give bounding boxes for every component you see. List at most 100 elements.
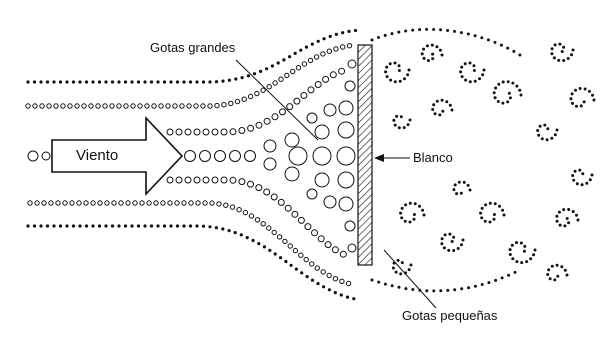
- swirl-dot: [559, 224, 562, 227]
- streamline-dot: [264, 118, 270, 124]
- streamline-dot: [347, 30, 350, 33]
- streamline-dot: [305, 224, 311, 230]
- streamline-dot: [203, 129, 209, 135]
- streamline-dot: [277, 235, 281, 239]
- streamline-dot: [240, 233, 243, 236]
- streamline-dot: [185, 151, 196, 162]
- streamline-dot: [256, 185, 262, 191]
- droplet-icon: [28, 151, 38, 161]
- large-droplet: [345, 221, 355, 231]
- streamline-dot: [196, 201, 200, 205]
- streamline-dot: [224, 203, 228, 207]
- streamline-dot: [315, 266, 319, 270]
- streamline-dot: [131, 104, 135, 108]
- streamline-dot: [194, 104, 198, 108]
- swirl-dot: [394, 62, 397, 65]
- streamline-dot: [255, 91, 259, 95]
- swirl-dot: [562, 208, 565, 211]
- streamline-dot: [163, 80, 166, 83]
- streamline-dot: [111, 224, 114, 227]
- streamline-dot: [347, 44, 351, 48]
- large-droplet: [338, 172, 354, 188]
- swirl-dot: [452, 188, 455, 191]
- large-drops-label: Gotas grandes: [150, 40, 235, 55]
- swirl-dot: [567, 57, 570, 60]
- swirl-dot: [494, 87, 497, 90]
- streamline-dot: [285, 205, 291, 211]
- streamline-dot: [333, 277, 337, 281]
- drift-dot: [514, 271, 517, 274]
- large-droplet: [285, 167, 299, 181]
- swirl-dot: [394, 124, 397, 127]
- streamline-dot: [329, 35, 332, 38]
- large-droplet: [289, 147, 307, 165]
- swirl-dot: [401, 207, 404, 210]
- swirl-dot: [507, 80, 510, 83]
- swirl-dot: [572, 210, 575, 213]
- streamline-dot: [208, 80, 211, 83]
- drift-dot: [404, 30, 407, 33]
- swirl-dot: [554, 43, 557, 46]
- swirl-dot: [392, 267, 395, 270]
- swirl-dot: [578, 169, 581, 172]
- swirl-dot: [426, 44, 429, 47]
- streamline-dot: [284, 260, 287, 263]
- swirl-dot: [409, 202, 412, 205]
- swirl-dot: [557, 59, 560, 62]
- streamline-dot: [208, 225, 211, 228]
- swirl-dot: [431, 44, 434, 47]
- streamline-dot: [268, 249, 271, 252]
- swirl-dot: [534, 249, 537, 252]
- drift-dot: [411, 288, 414, 291]
- streamline-dot: [176, 80, 179, 83]
- streamline-dot: [98, 80, 101, 83]
- swirl-dot: [460, 192, 463, 195]
- streamline-dot: [35, 201, 39, 205]
- swirl-dot: [400, 216, 403, 219]
- streamline-dot: [272, 114, 278, 120]
- swirl-dot: [558, 43, 561, 46]
- streamline-dot: [341, 31, 344, 34]
- swirl-dot: [441, 54, 444, 57]
- swirl-dot: [556, 220, 559, 223]
- swirl-dot: [441, 237, 444, 240]
- swirl-dot: [445, 100, 448, 103]
- swirl-dot: [406, 73, 409, 76]
- streamline-dot: [33, 224, 36, 227]
- streamline-dot: [42, 201, 46, 205]
- drift-dot: [432, 28, 435, 31]
- swirl-dot: [481, 73, 484, 76]
- streamline-dot: [294, 52, 297, 55]
- large-droplet: [338, 122, 354, 138]
- swirl-dot: [401, 261, 404, 264]
- streamline-dot: [279, 256, 282, 259]
- swirl-dot: [493, 213, 496, 216]
- swirl-dot: [431, 53, 434, 56]
- streamline-dot: [328, 288, 331, 291]
- large-droplet: [307, 189, 317, 199]
- streamline-dot: [280, 109, 286, 115]
- swirl-dot: [571, 92, 574, 95]
- streamline-dot: [256, 122, 262, 128]
- streamline-dot: [182, 201, 186, 205]
- streamline-dot: [182, 224, 185, 227]
- streamline-dot: [321, 270, 325, 274]
- drift-dot: [494, 279, 497, 282]
- streamline-dot: [65, 224, 68, 227]
- swirl-dot: [421, 52, 424, 55]
- streamline-dot: [323, 76, 329, 82]
- swirl-dot: [553, 278, 556, 281]
- streamline-dot: [117, 224, 120, 227]
- swirl-dot: [525, 260, 528, 263]
- drift-dot: [391, 32, 394, 35]
- streamline-dot: [28, 201, 32, 205]
- swirl-dot: [386, 75, 389, 78]
- streamline-dot: [316, 282, 319, 285]
- streamline-dot: [327, 49, 331, 53]
- swirl-dot: [546, 127, 549, 130]
- swirl-dot: [422, 48, 425, 51]
- swirl-dot: [566, 217, 569, 220]
- streamline-dot: [299, 49, 302, 52]
- streamline-dot: [185, 177, 191, 183]
- swirl-dot: [591, 94, 594, 97]
